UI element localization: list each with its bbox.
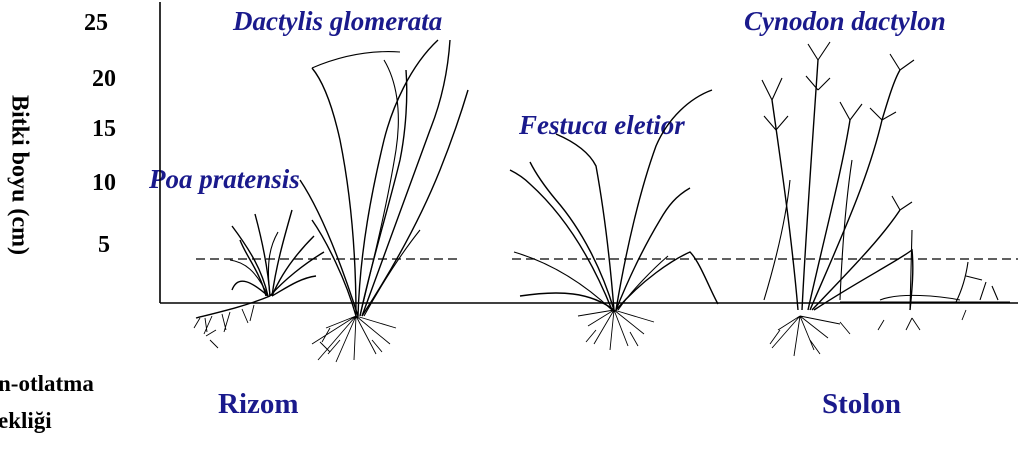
poa-pratensis-plant [194, 210, 324, 348]
cynodon-dactylon-plant [762, 42, 1010, 356]
festuca-eletior-plant [510, 90, 718, 350]
dactylis-glomerata-plant [300, 40, 468, 362]
